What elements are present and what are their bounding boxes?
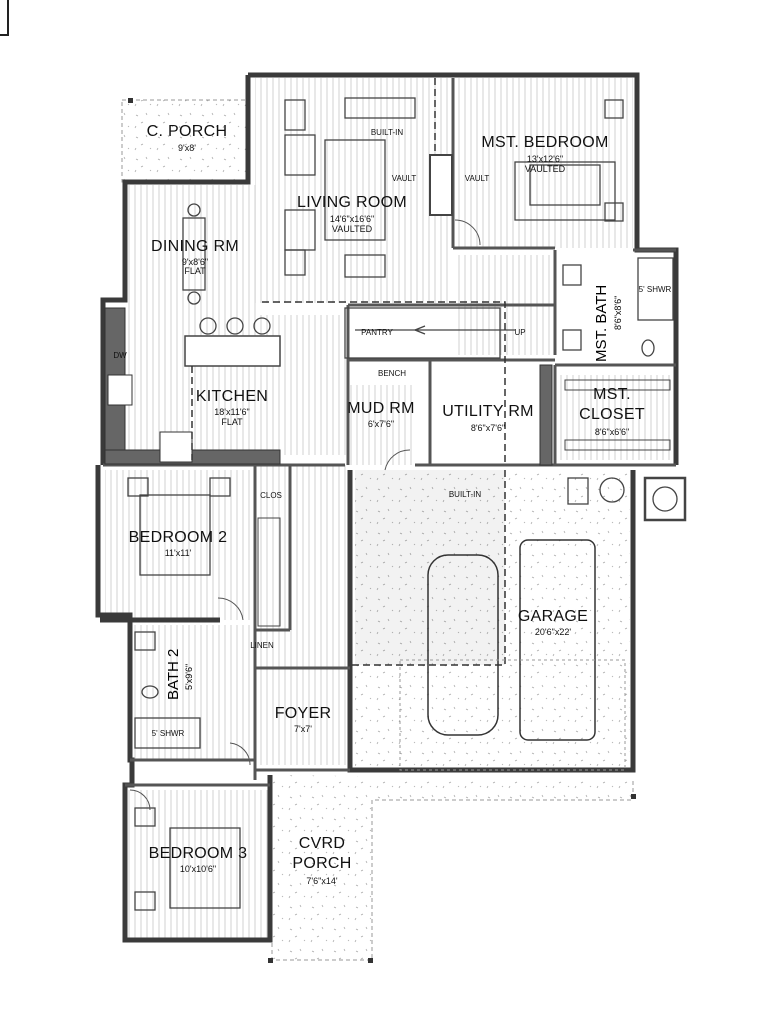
bath2-name: BATH 2 <box>165 648 182 700</box>
garage-dim: 20'6"x22' <box>534 627 572 637</box>
note-up: UP <box>514 328 526 337</box>
cvrd-porch-name-1: CVRD <box>298 835 346 852</box>
dashed-outlines <box>191 78 506 666</box>
closet-floor <box>560 375 670 460</box>
garage-equipment <box>567 476 687 522</box>
note-clos: CLOS <box>260 491 282 500</box>
master-bedroom-name: MST. BEDROOM <box>481 134 609 151</box>
bed3-bed <box>134 807 241 911</box>
c-porch-area <box>121 99 247 183</box>
master-closet-dim: 8'6"x6'6" <box>594 427 630 437</box>
corner-mark <box>0 0 9 36</box>
c-porch-name: C. PORCH <box>146 123 228 140</box>
bedroom3-dim: 10'x10'6" <box>179 864 217 874</box>
bath2-dim: 5'x9'6" <box>184 663 194 690</box>
note-dw: DW <box>113 351 127 360</box>
bedroom2-dim: 11'x11' <box>164 548 192 558</box>
kitchen-note: FLAT <box>221 417 243 427</box>
note-bench: BENCH <box>377 369 407 378</box>
note-built-in-garage: BUILT-IN <box>448 490 482 499</box>
closet-rods <box>257 379 671 627</box>
mud-room-dim: 6'x7'6" <box>367 419 395 429</box>
note-built-in-living: BUILT-IN <box>370 128 404 137</box>
kitchen-island <box>184 335 281 367</box>
master-bed <box>514 99 624 222</box>
door-swings <box>129 219 481 811</box>
kitchen-sink <box>107 374 133 406</box>
dining-room-dim: 9'x8'6" <box>181 257 209 267</box>
living-room-dim: 14'6"x16'6" <box>329 214 375 224</box>
c-porch-dim: 9'x8' <box>178 143 196 153</box>
note-vault-left: VAULT <box>391 174 417 183</box>
kitchen-dim: 18'x11'6" <box>214 407 250 417</box>
master-bath-fixtures <box>562 257 674 357</box>
note-shower-master: 5' SHWR <box>638 285 672 294</box>
mud-room-name: MUD RM <box>347 400 415 417</box>
garage-name: GARAGE <box>517 608 589 625</box>
living-room-note: VAULTED <box>331 224 373 234</box>
note-pantry: PANTRY <box>361 328 393 337</box>
dining-floor <box>128 185 258 315</box>
foyer-dim: 7'x7' <box>294 724 312 734</box>
master-closet-name-2: CLOSET <box>579 406 645 423</box>
cvrd-porch-name-2: PORCH <box>292 855 352 872</box>
utility-room-dim: 8'6"x7'6" <box>470 423 506 433</box>
garage-floor <box>355 470 630 770</box>
bed2-bed <box>127 477 231 576</box>
master-bath-name: MST. BATH <box>593 284 610 362</box>
master-bath-dim: 8'6"x8'6" <box>613 295 623 330</box>
garage-door <box>399 659 626 771</box>
bedroom3-name: BEDROOM 3 <box>148 845 248 862</box>
foyer-name: FOYER <box>274 705 332 722</box>
master-bedroom-note: VAULTED <box>524 164 566 174</box>
utility-room-name: UTILITY RM <box>442 403 534 420</box>
kitchen-name: KITCHEN <box>195 388 269 405</box>
car-outline <box>427 539 596 741</box>
living-room-name: LIVING ROOM <box>297 194 407 211</box>
bath2-floor <box>132 625 250 760</box>
master-closet-name-1: MST. <box>593 386 631 403</box>
living-furniture <box>284 97 453 278</box>
master-bedroom-dim: 13'x12'6" <box>526 154 564 164</box>
dining-table <box>182 203 271 335</box>
bed3-floor <box>128 790 268 940</box>
porch-posts <box>128 98 636 963</box>
note-vault-right: VAULT <box>464 174 490 183</box>
corridor-floor <box>255 465 350 765</box>
living-floor <box>255 78 450 303</box>
dining-room-name: DINING RM <box>150 238 240 255</box>
stairs <box>344 307 515 359</box>
bedroom2-name: BEDROOM 2 <box>128 529 228 546</box>
cvrd-porch-dim: 7'6"x14' <box>306 876 338 886</box>
mud-floor <box>350 385 415 465</box>
note-linen: LINEN <box>250 641 274 650</box>
dining-room-note: FLAT <box>184 266 206 276</box>
note-shower-bath2: 5' SHWR <box>151 729 185 738</box>
kitchen-range <box>159 431 193 463</box>
bath2-fixtures <box>134 631 201 749</box>
